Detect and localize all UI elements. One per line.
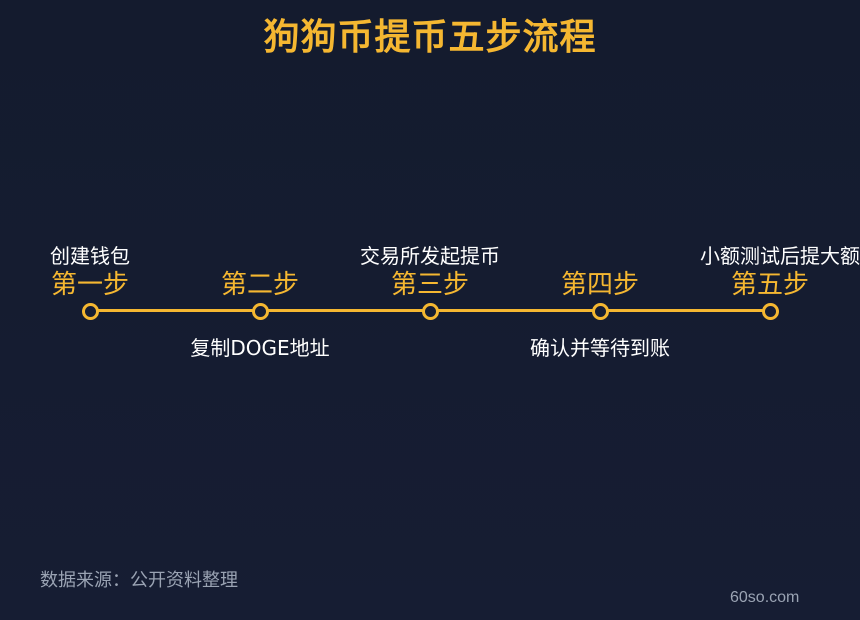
watermark: 60so.com bbox=[730, 589, 800, 606]
step-4-label: 第四步 bbox=[560, 270, 639, 300]
step-1-description: 创建钱包 bbox=[50, 244, 130, 268]
step-2-description: 复制DOGE地址 bbox=[190, 336, 330, 360]
step-4-description: 确认并等待到账 bbox=[530, 336, 670, 360]
step-3-description: 交易所发起提币 bbox=[360, 244, 500, 268]
step-2-label: 第二步 bbox=[220, 270, 299, 300]
step-3-label: 第三步 bbox=[390, 270, 469, 300]
step-4-node bbox=[592, 303, 609, 320]
step-5-description: 小额测试后提大额 bbox=[700, 244, 860, 268]
step-5-label: 第五步 bbox=[730, 270, 809, 300]
page-title: 狗狗币提币五步流程 bbox=[263, 17, 597, 58]
step-1-node bbox=[82, 303, 99, 320]
step-2-node bbox=[252, 303, 269, 320]
step-5-node bbox=[762, 303, 779, 320]
data-source-note: 数据来源：公开资料整理 bbox=[40, 570, 238, 591]
step-1-label: 第一步 bbox=[50, 270, 129, 300]
step-3-node bbox=[422, 303, 439, 320]
